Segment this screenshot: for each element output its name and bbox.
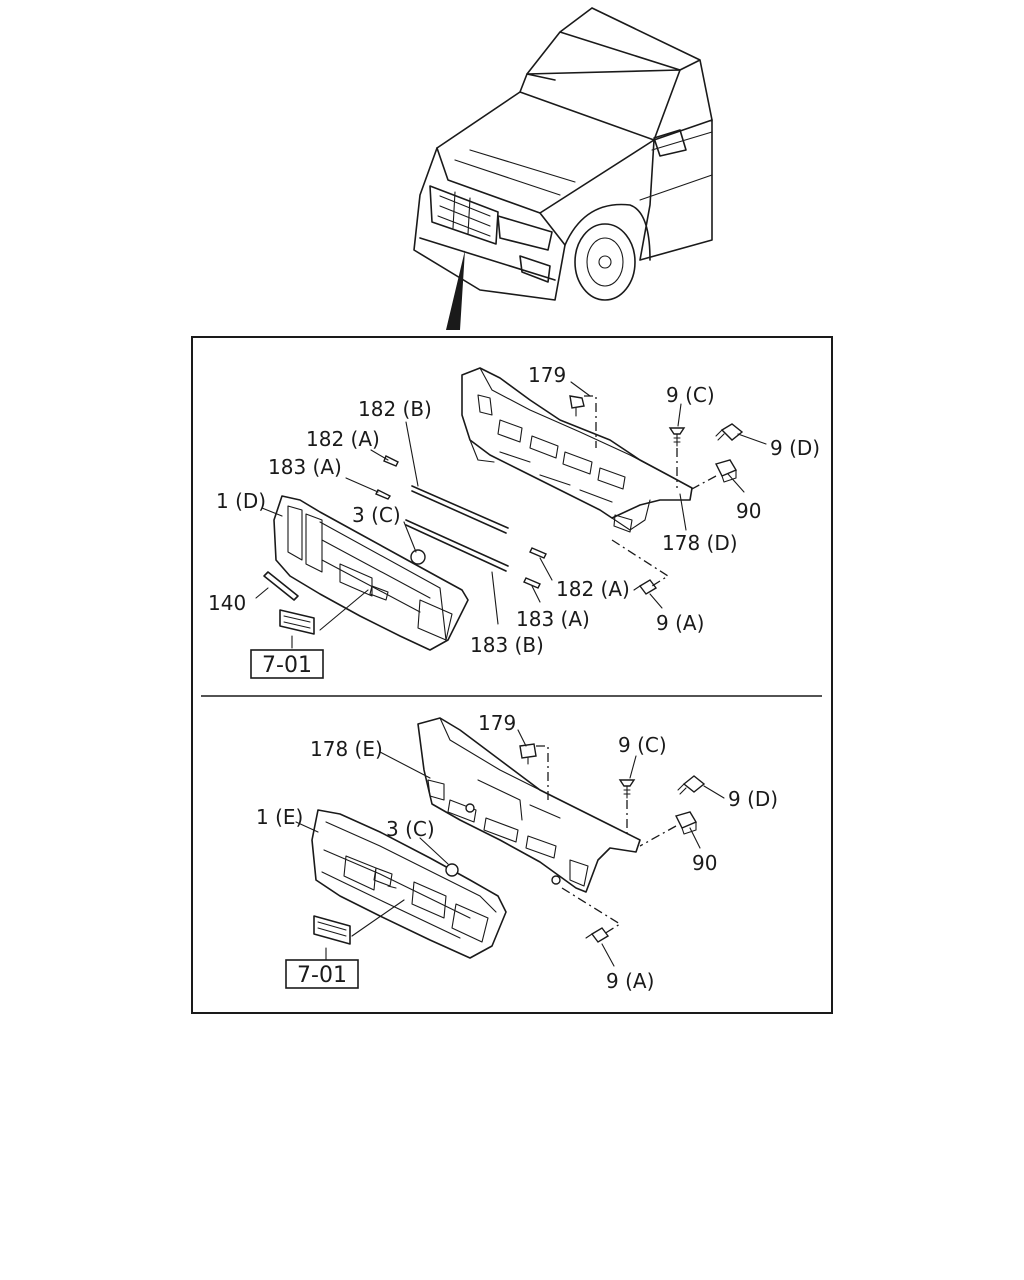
label-9c: 9 (C) [666, 383, 715, 407]
ornament-183a-left [375, 489, 392, 500]
label-1e: 1 (E) [256, 805, 303, 829]
label-90-top: 90 [736, 499, 761, 523]
grille-bracket-178d [461, 367, 693, 533]
clip-90-bottom [674, 811, 698, 835]
ornament-183a-right [523, 577, 541, 589]
screw-9d-bottom [677, 775, 706, 795]
clip-90-top [714, 459, 738, 483]
bottom-section: 179 178 (E) 9 (C) 9 (D) 1 (E) 3 (C) 90 9… [256, 711, 778, 993]
label-179-bottom: 179 [478, 711, 516, 735]
screw-9c-top [668, 427, 686, 447]
top-section: 179 9 (C) 9 (D) 182 (B) 182 (A) 183 (A) … [208, 363, 820, 679]
emblem-bottom [313, 915, 351, 945]
radiator-grille-1e [311, 809, 507, 959]
clip-179 [569, 395, 585, 417]
label-140: 140 [208, 591, 246, 615]
label-182a-right: 182 (A) [556, 577, 630, 601]
ref-box-top-label: 7-01 [262, 653, 312, 678]
screw-9c-bottom [618, 779, 636, 799]
vehicle-illustration [413, 7, 713, 330]
diagram-frame [191, 336, 833, 1014]
screw-9d-top [715, 423, 744, 441]
label-182b: 182 (B) [358, 397, 432, 421]
molding-140 [263, 571, 299, 601]
label-9d-bottom: 9 (D) [728, 787, 778, 811]
view-pointer [446, 250, 465, 330]
label-178d: 178 (D) [662, 531, 738, 555]
molding-183b [405, 519, 509, 567]
label-178e: 178 (E) [310, 737, 383, 761]
screw-9a-top [633, 579, 658, 595]
label-9d: 9 (D) [770, 436, 820, 460]
label-90-bottom: 90 [692, 851, 717, 875]
label-1d: 1 (D) [216, 489, 266, 513]
label-183a-left: 183 (A) [268, 455, 342, 479]
label-9a-bottom: 9 (A) [606, 969, 654, 993]
label-182a-left: 182 (A) [306, 427, 380, 451]
ref-box-top [250, 649, 324, 679]
label-9c-bottom: 9 (C) [618, 733, 667, 757]
clip-179-bottom [519, 743, 537, 765]
label-179: 179 [528, 363, 566, 387]
ref-box-bottom-label: 7-01 [297, 963, 347, 988]
emblem-top [279, 609, 315, 635]
screw-9a-bottom [585, 927, 610, 943]
label-3c-bottom: 3 (C) [386, 817, 435, 841]
label-3c-top: 3 (C) [352, 503, 401, 527]
grille-bracket-178e [417, 717, 641, 893]
label-9a-top: 9 (A) [656, 611, 704, 635]
label-183b: 183 (B) [470, 633, 544, 657]
radiator-grille-1d [273, 495, 469, 651]
molding-182b [411, 485, 509, 529]
ornament-182a-right [529, 547, 547, 559]
label-183a-right: 183 (A) [516, 607, 590, 631]
ornament-182a-left [383, 455, 399, 467]
ref-box-bottom [285, 959, 359, 989]
